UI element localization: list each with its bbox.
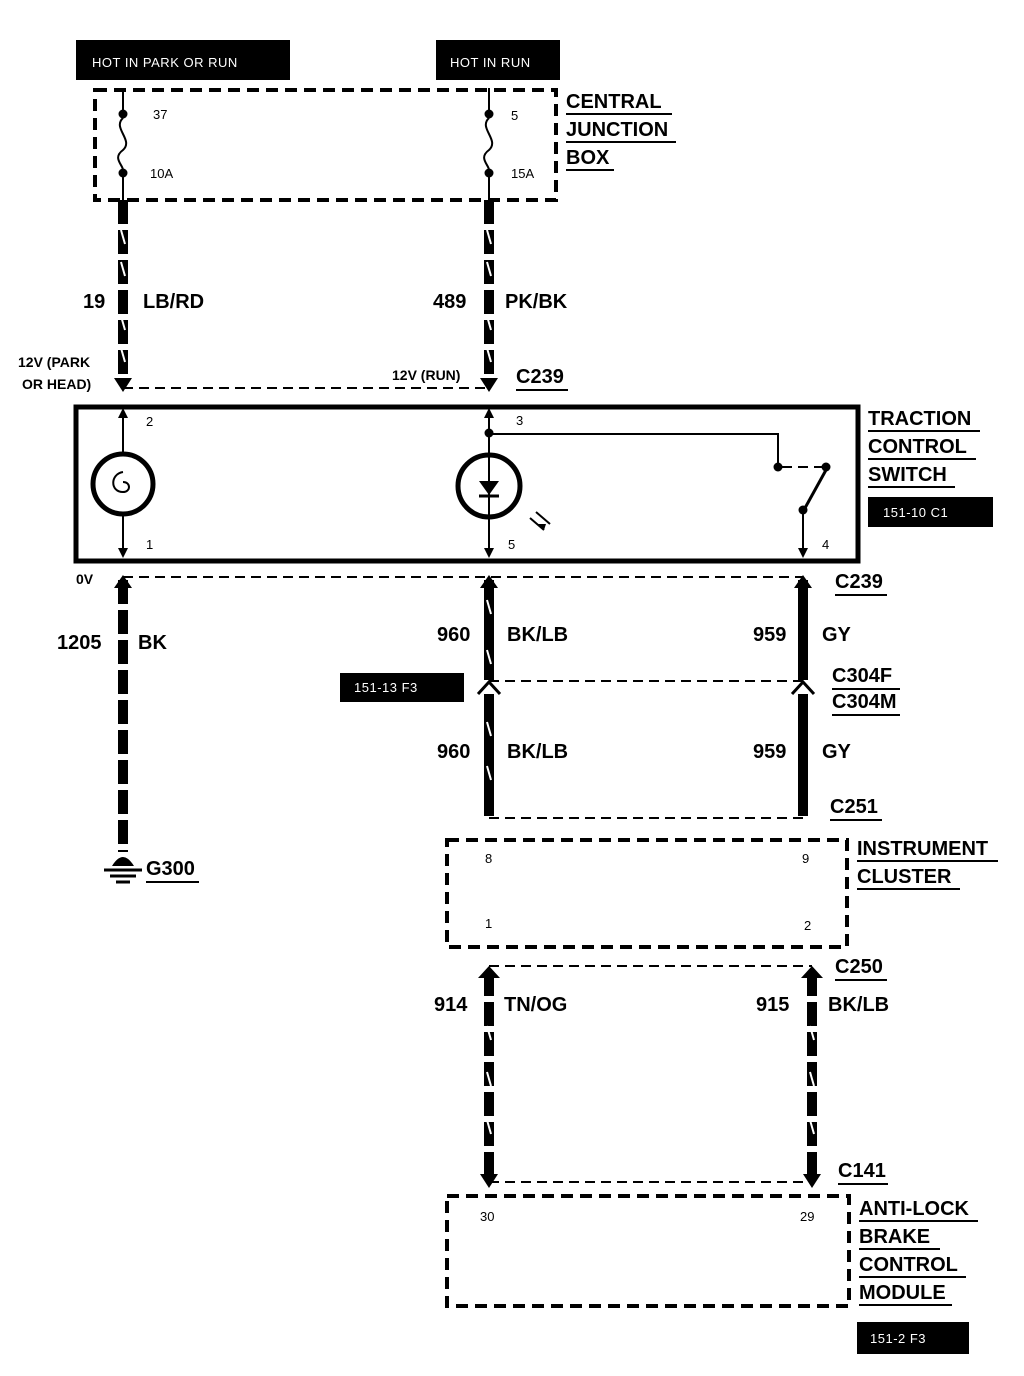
switch-contact-icon <box>489 433 831 558</box>
wire-1205-bk <box>114 575 132 852</box>
abs-label-line4: MODULE <box>859 1282 946 1304</box>
wire-960-circuit-lower: 960 <box>437 741 470 763</box>
power-tag-hot-in-run: HOT IN RUN <box>436 40 560 80</box>
switch-pin-1: 1 <box>146 537 153 552</box>
wire-959-gy-upper <box>794 575 812 680</box>
fuse-right-number: 5 <box>511 108 518 123</box>
fuse-left-icon <box>117 88 128 200</box>
traction-control-switch: 2 1 3 5 4 <box>73 404 861 564</box>
wire-914-circuit: 914 <box>434 994 468 1016</box>
switch-pin-2: 2 <box>146 414 153 429</box>
fuse-left-rating: 10A <box>150 166 173 181</box>
wire-960-color-upper: BK/LB <box>507 624 568 646</box>
instrument-cluster: 8 9 1 2 <box>445 838 849 949</box>
wire-960-circuit-upper: 960 <box>437 624 470 646</box>
switch-ref-text: 151-10 C1 <box>883 505 948 520</box>
abs-label-line2: BRAKE <box>859 1226 930 1248</box>
left-voltage-line2: OR HEAD) <box>22 376 91 392</box>
wire-959-color-lower: GY <box>822 741 852 763</box>
wire-960-color-lower: BK/LB <box>507 741 568 763</box>
wire-19-lb-rd <box>114 200 132 392</box>
switch-label-line1: TRACTION <box>868 408 971 430</box>
abs-pin-30: 30 <box>480 1209 494 1224</box>
junction-box-label-line2: JUNCTION <box>566 119 668 141</box>
wire-ground-circuit-number: 1205 <box>57 632 102 654</box>
connector-c250: C250 <box>835 956 883 978</box>
power-tag-right-label: HOT IN RUN <box>450 55 531 70</box>
wire-959-color-upper: GY <box>822 624 852 646</box>
bulb-icon <box>90 408 156 558</box>
mid-ref-tag: 151-13 F3 <box>340 673 464 702</box>
junction-box-label: CENTRAL JUNCTION BOX <box>566 91 676 171</box>
switch-pin-3: 3 <box>516 413 523 428</box>
cluster-label-line1: INSTRUMENT <box>857 838 988 860</box>
abs-label-line3: CONTROL <box>859 1254 958 1276</box>
wire-left-color: LB/RD <box>143 291 204 313</box>
fuse-right-icon <box>483 88 494 200</box>
connector-c239-bottom: C239 <box>835 571 883 593</box>
cluster-label-line2: CLUSTER <box>857 866 952 888</box>
right-voltage: 12V (RUN) <box>392 367 460 383</box>
abs-module-label: ANTI-LOCK BRAKE CONTROL MODULE <box>859 1198 978 1306</box>
wire-959-circuit-lower: 959 <box>753 741 786 763</box>
wire-right-circuit-number: 489 <box>433 291 466 313</box>
ground-g300: G300 <box>146 858 195 880</box>
traction-switch-label: TRACTION CONTROL SWITCH <box>868 408 980 488</box>
cluster-label: INSTRUMENT CLUSTER <box>857 838 998 890</box>
c304-female-icon-left <box>476 679 502 696</box>
wire-ground-color: BK <box>138 632 167 654</box>
abs-label-line1: ANTI-LOCK <box>859 1198 970 1220</box>
wire-left-circuit-number: 19 <box>83 291 105 313</box>
switch-pin-5: 5 <box>508 537 515 552</box>
switch-label-line3: SWITCH <box>868 464 947 486</box>
cluster-pin-2: 2 <box>804 918 811 933</box>
switch-label-line2: CONTROL <box>868 436 967 458</box>
connector-c251: C251 <box>830 796 878 818</box>
switch-pin-4: 4 <box>822 537 829 552</box>
c304-female-icon-right <box>790 679 816 696</box>
junction-box-label-line3: BOX <box>566 147 610 169</box>
connector-c304m: C304M <box>832 691 896 713</box>
wire-959-circuit-upper: 959 <box>753 624 786 646</box>
mid-ref-text: 151-13 F3 <box>354 680 418 695</box>
connector-c141: C141 <box>838 1160 886 1182</box>
central-junction-box: 37 10A 5 15A <box>93 88 558 202</box>
abs-ref-tag: 151-2 F3 <box>857 1322 969 1354</box>
wire-915-circuit: 915 <box>756 994 789 1016</box>
connector-c304f: C304F <box>832 665 892 687</box>
wire-right-color: PK/BK <box>505 291 568 313</box>
power-tag-hot-in-park-or-run: HOT IN PARK OR RUN <box>76 40 290 80</box>
ground-icon <box>104 857 142 884</box>
switch-ref-tag: 151-10 C1 <box>868 497 993 527</box>
fuse-right-rating: 15A <box>511 166 534 181</box>
left-voltage-line1: 12V (PARK <box>18 354 90 370</box>
connector-c239-top: C239 <box>516 366 564 388</box>
power-tag-left-label: HOT IN PARK OR RUN <box>92 55 238 70</box>
wire-915-color: BK/LB <box>828 994 889 1016</box>
wire-489-pk-bk <box>480 200 498 392</box>
anti-lock-brake-control-module: 30 29 <box>445 1194 851 1308</box>
fuse-left-number: 37 <box>153 107 167 122</box>
wire-914-tn-og <box>478 966 500 1188</box>
abs-ref-text: 151-2 F3 <box>870 1331 926 1346</box>
cluster-pin-8: 8 <box>485 851 492 866</box>
wire-960-bk-lb-lower <box>484 694 494 816</box>
led-icon <box>455 408 551 558</box>
cluster-pin-1: 1 <box>485 916 492 931</box>
abs-pin-29: 29 <box>800 1209 814 1224</box>
wire-960-bk-lb-upper <box>480 575 498 680</box>
ground-voltage: 0V <box>76 571 94 587</box>
junction-box-label-line1: CENTRAL <box>566 91 662 113</box>
cluster-pin-9: 9 <box>802 851 809 866</box>
wire-914-color: TN/OG <box>504 994 567 1016</box>
wire-915-bk-lb <box>801 966 823 1188</box>
